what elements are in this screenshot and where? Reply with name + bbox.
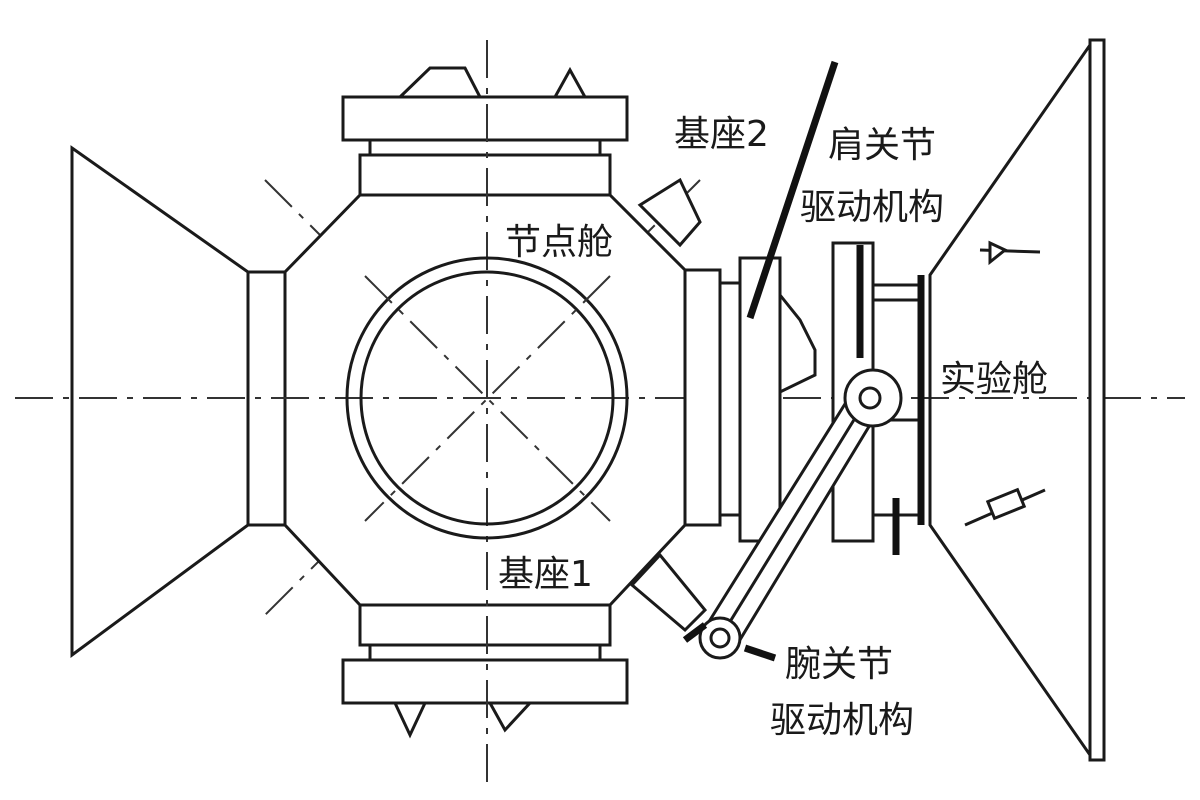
experiment-end-plate <box>1088 38 1106 762</box>
top-docking-plate <box>341 95 629 142</box>
hatch-outer-ring <box>345 256 629 540</box>
pointer-line <box>746 60 839 320</box>
label-wrist-drive: 驱动机构 <box>770 700 915 741</box>
bottom-docking-plate <box>341 658 629 705</box>
label-shoulder-joint: 肩关节 <box>828 125 937 166</box>
top-fin <box>552 66 588 99</box>
top-fin <box>396 66 483 99</box>
shoulder-bracket <box>778 290 817 395</box>
small-device <box>985 487 1027 521</box>
label-base-2: 基座2 <box>674 114 769 155</box>
top-band <box>368 138 602 157</box>
shoulder-plate <box>738 256 782 543</box>
hatch-inner-ring <box>359 270 615 526</box>
label-wrist-joint: 腕关节 <box>785 644 894 685</box>
shoulder-joint <box>843 368 903 428</box>
left-cone <box>70 145 250 658</box>
base-1 <box>629 552 708 633</box>
small-thruster <box>988 240 1008 266</box>
top-port <box>358 153 612 197</box>
experiment-cabin-cone <box>928 40 1092 760</box>
label-experiment-cabin: 实验舱 <box>940 359 1049 400</box>
bottom-port <box>358 603 612 647</box>
bottom-fin <box>487 701 534 733</box>
wrist-joint <box>698 616 742 660</box>
base-2 <box>637 177 702 248</box>
bottom-band <box>368 643 602 662</box>
label-shoulder-drive: 驱动机构 <box>800 187 945 228</box>
right-adapter <box>683 268 722 527</box>
adapter-ring <box>718 281 742 517</box>
bottom-fin <box>392 701 428 739</box>
label-base-1: 基座1 <box>498 554 593 595</box>
label-node-cabin: 节点舱 <box>505 222 614 263</box>
